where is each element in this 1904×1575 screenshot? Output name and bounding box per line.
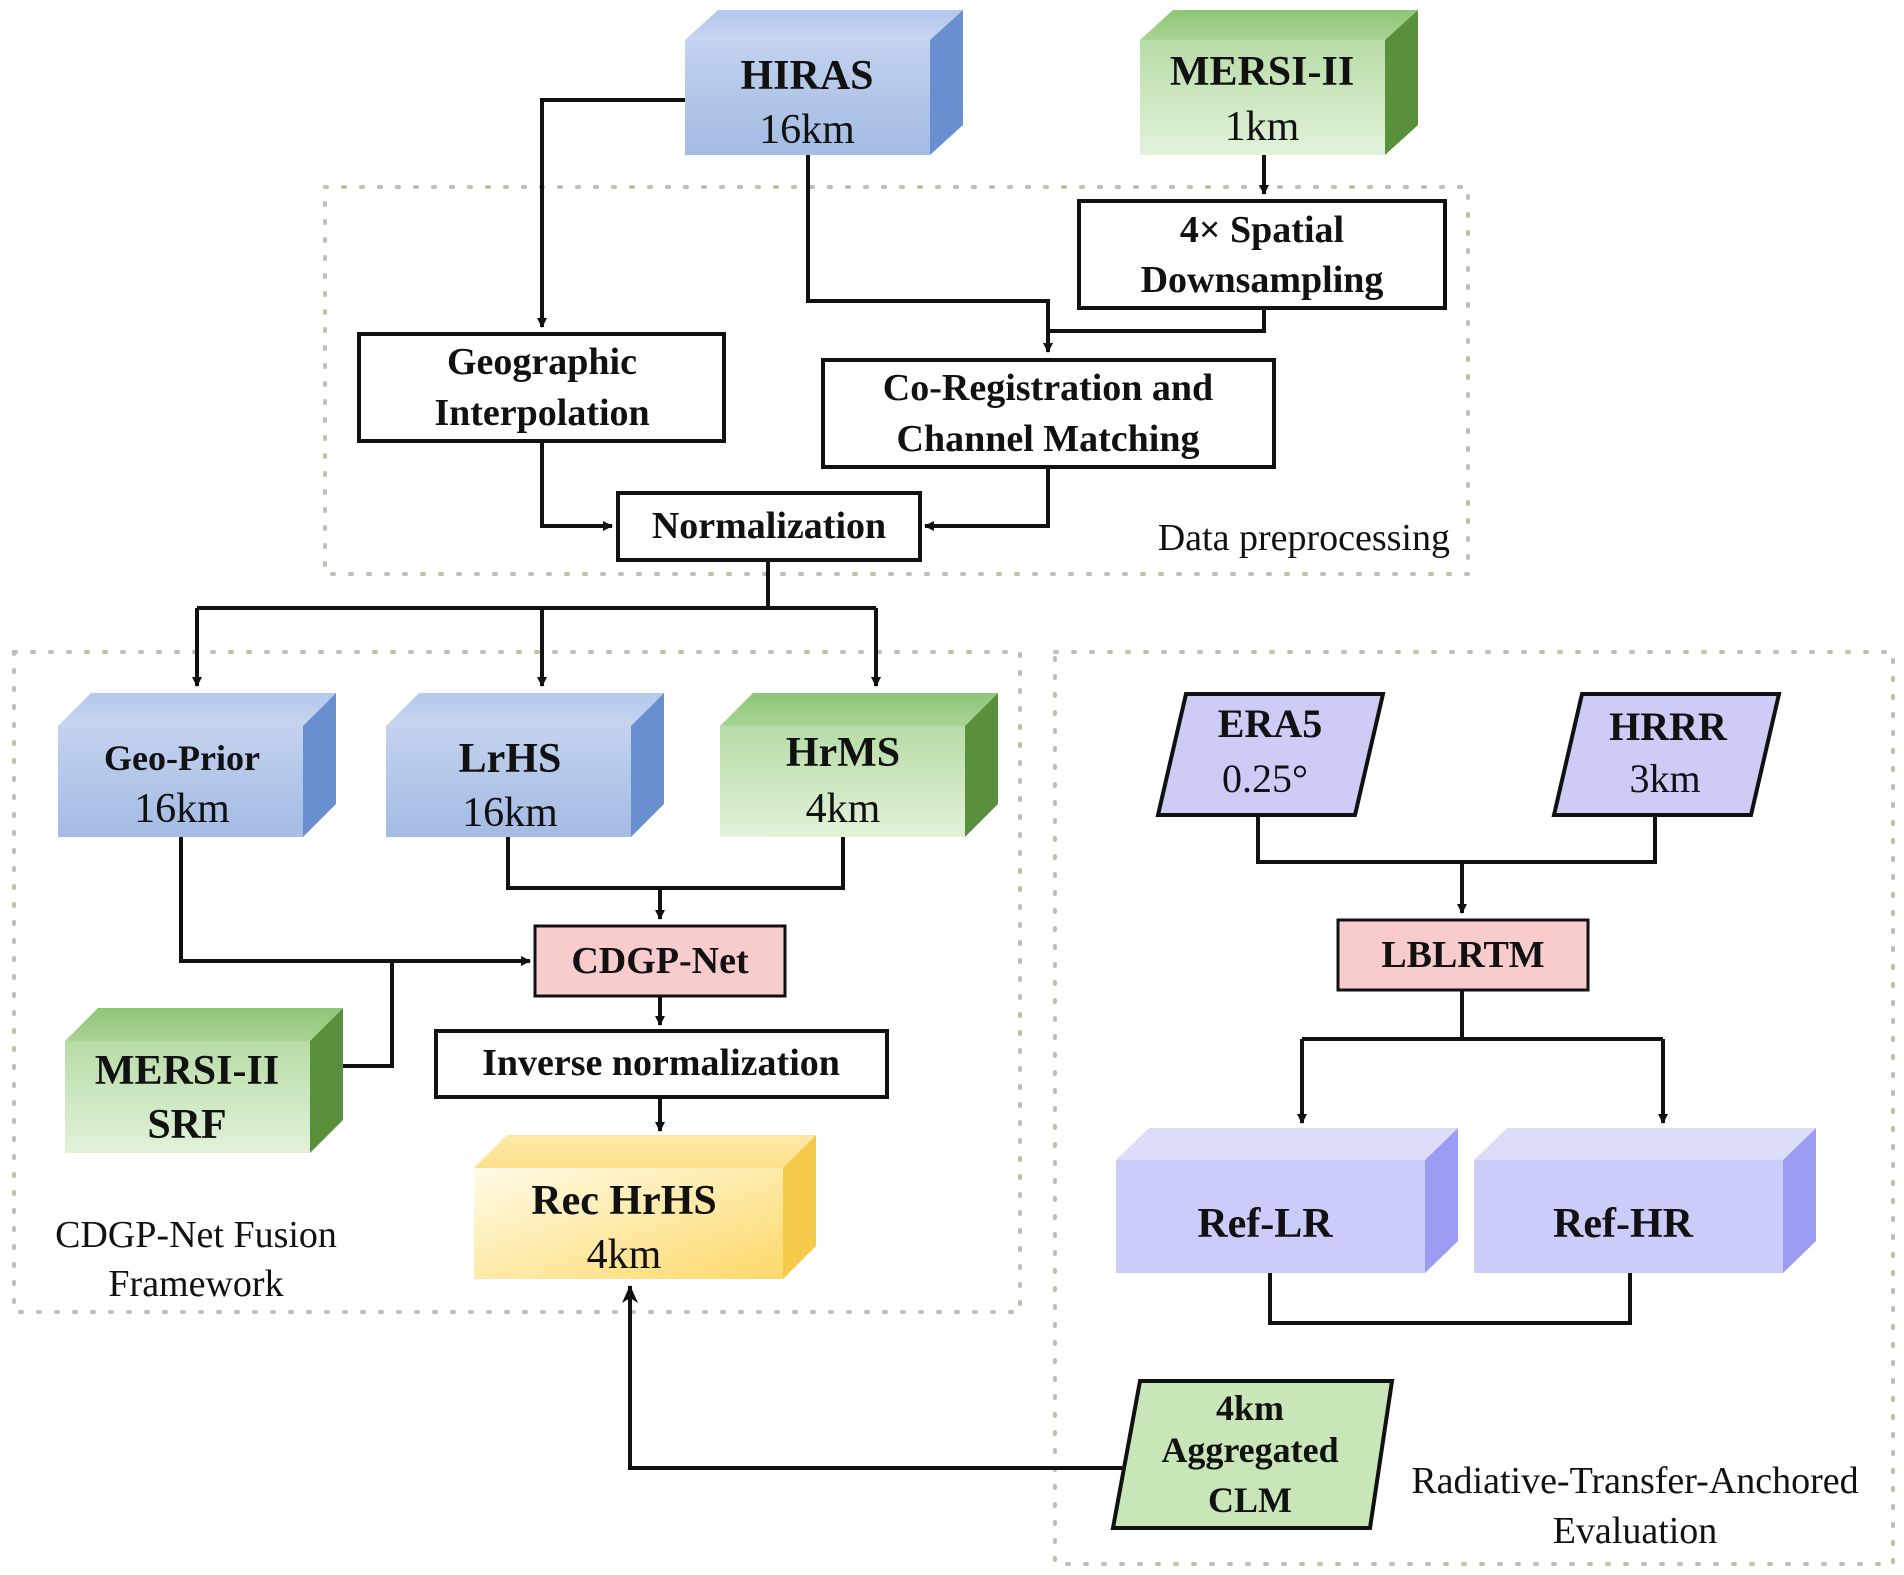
box-normalization: Normalization — [616, 491, 922, 562]
geo-prior-title: Geo-Prior — [104, 738, 260, 778]
hiras-title: HIRAS — [740, 53, 873, 99]
inverse-normalization-label: Inverse normalization — [482, 1042, 840, 1084]
group-label-fusion-line1: CDGP-Net Fusion — [55, 1214, 337, 1256]
block-lrhs: LrHS 16km — [386, 693, 664, 837]
downsampling-line2: Downsampling — [1141, 259, 1384, 301]
geo-interp-line2: Interpolation — [434, 392, 649, 434]
mersi-top-title: MERSI-II — [1170, 49, 1354, 95]
connector-srf-to-cdgp — [340, 961, 394, 1068]
hrrr-resolution: 3km — [1629, 756, 1700, 801]
hiras-resolution: 16km — [759, 107, 855, 153]
connector-era5-hrrr — [1256, 815, 1657, 864]
connector-downsampling-to-coreg — [1050, 309, 1266, 333]
group-frame-evaluation — [1053, 650, 1895, 1566]
downsampling-line1: 4× Spatial — [1180, 209, 1344, 251]
clm-line3: CLM — [1208, 1480, 1292, 1520]
arrow-geo-prior-to-cdgp — [179, 837, 531, 966]
group-label-evaluation-line2: Evaluation — [1553, 1510, 1718, 1552]
ref-lr-label: Ref-LR — [1197, 1201, 1333, 1247]
connector-refs-bottom — [1268, 1273, 1632, 1325]
era5-resolution: 0.25° — [1222, 756, 1308, 801]
box-downsampling: 4× Spatial Downsampling — [1077, 199, 1447, 310]
block-mersi-srf: MERSI-II SRF — [65, 1008, 343, 1153]
era5-title: ERA5 — [1218, 701, 1322, 746]
box-coregistration: Co-Registration and Channel Matching — [821, 358, 1276, 469]
group-label-preprocessing: Data preprocessing — [1158, 517, 1450, 559]
coreg-line2: Channel Matching — [897, 418, 1200, 460]
box-inverse-normalization: Inverse normalization — [434, 1029, 889, 1099]
coreg-line1: Co-Registration and — [883, 367, 1213, 409]
geo-prior-resolution: 16km — [134, 786, 230, 832]
hrms-resolution: 4km — [806, 786, 881, 832]
rec-hrhs-resolution: 4km — [587, 1232, 662, 1278]
group-label-fusion-line2: Framework — [108, 1263, 283, 1305]
block-rec-hrhs: Rec HrHS 4km — [474, 1135, 816, 1279]
mersi-srf-subtitle: SRF — [147, 1102, 226, 1148]
arrow-hiras-to-coreg — [806, 155, 1053, 353]
box-lblrtm: LBLRTM — [1336, 918, 1590, 992]
block-ref-lr: Ref-LR — [1116, 1128, 1458, 1273]
mersi-srf-title: MERSI-II — [95, 1048, 279, 1094]
arrow-hiras-to-geo-interp — [537, 98, 685, 328]
lblrtm-label: LBLRTM — [1381, 934, 1544, 976]
lrhs-resolution: 16km — [462, 790, 558, 836]
block-hrms: HrMS 4km — [720, 693, 998, 837]
hrrr-title: HRRR — [1609, 704, 1728, 749]
clm-line1: 4km — [1216, 1388, 1284, 1428]
normalization-label: Normalization — [652, 505, 886, 547]
connector-lrhs-hrms — [506, 837, 845, 890]
block-hiras: HIRAS 16km — [685, 10, 963, 155]
box-cdgp-net: CDGP-Net — [533, 924, 787, 998]
clm-line2: Aggregated — [1161, 1430, 1338, 1470]
hrms-title: HrMS — [786, 730, 900, 776]
rec-hrhs-title: Rec HrHS — [531, 1178, 716, 1224]
ref-hr-label: Ref-HR — [1553, 1201, 1694, 1247]
para-clm: 4km Aggregated CLM — [1110, 1379, 1395, 1530]
para-hrrr: HRRR 3km — [1551, 692, 1782, 817]
geo-interp-line1: Geographic — [447, 341, 637, 383]
arrow-geo-interp-to-normalization — [540, 443, 613, 531]
mersi-top-resolution: 1km — [1225, 104, 1300, 150]
group-label-evaluation-line1: Radiative-Transfer-Anchored — [1411, 1460, 1858, 1502]
block-ref-hr: Ref-HR — [1474, 1128, 1816, 1273]
lrhs-title: LrHS — [459, 736, 562, 782]
group-frame-fusion — [12, 650, 1022, 1314]
arrow-coreg-to-normalization — [924, 468, 1050, 531]
cdgp-net-label: CDGP-Net — [571, 940, 749, 982]
block-mersi-top: MERSI-II 1km — [1140, 10, 1418, 155]
block-geo-prior: Geo-Prior 16km — [58, 693, 336, 837]
box-geographic-interpolation: Geographic Interpolation — [357, 332, 726, 443]
para-era5: ERA5 0.25° — [1155, 692, 1386, 817]
arrow-clm-to-rec — [622, 1285, 1122, 1470]
